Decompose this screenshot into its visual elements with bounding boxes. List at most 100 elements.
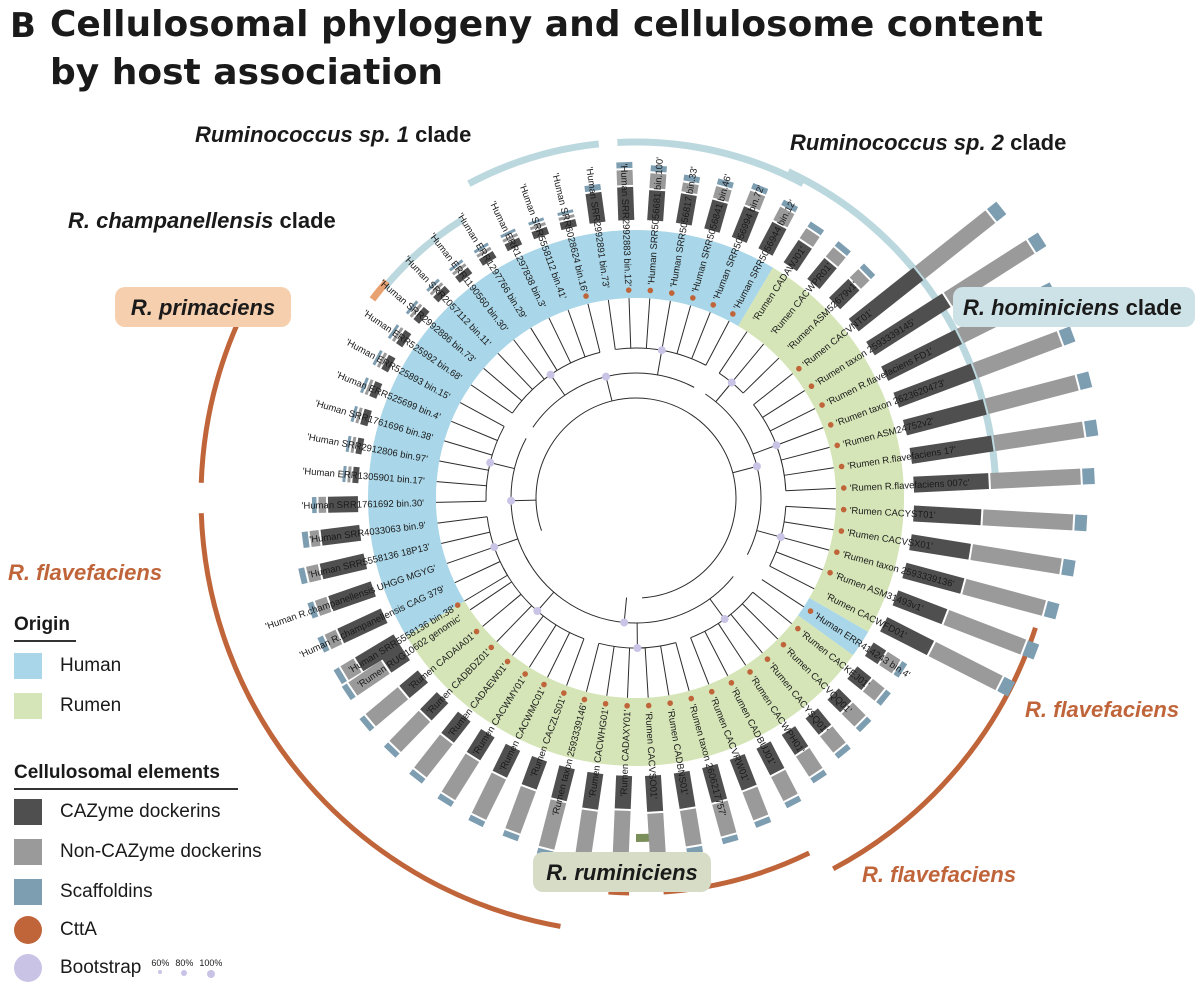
- leaf-label-group: 'Rumen CACYST01': [840, 505, 936, 521]
- leaf-branch: [437, 516, 488, 524]
- hominiciens-italic: R. hominiciens: [963, 295, 1119, 320]
- scaffoldin-bar: [405, 300, 419, 315]
- cazyme-bar: [644, 774, 664, 812]
- leaf-bar-stack: [573, 771, 604, 871]
- internal-branch: [511, 499, 537, 502]
- ctta-dot: [780, 641, 787, 648]
- non-cazyme-bar: [962, 578, 1046, 616]
- leaf-label-flip: 'Rumen CADAXY01': [619, 703, 633, 797]
- ring-flavefaciens-left-lower: [198, 513, 561, 929]
- scaffoldin-bar: [437, 793, 455, 807]
- origin-sector-rumen: [738, 267, 905, 632]
- cazyme-bar: [492, 743, 521, 778]
- ctta-dot: [795, 625, 801, 632]
- bootstrap-dot: [633, 643, 642, 652]
- ctta-dot: [581, 696, 588, 703]
- non-cazyme-bar: [318, 496, 327, 513]
- non-cazyme-bar: [681, 182, 699, 194]
- leaf-branch: [585, 643, 600, 692]
- scaffoldin-bar: [502, 830, 520, 842]
- cazyme-bar: [704, 199, 728, 233]
- non-cazyme-bar: [538, 799, 567, 850]
- legend-origin-title: Origin: [14, 614, 70, 635]
- leaf-branch: [730, 613, 763, 654]
- cazyme-bar: [551, 765, 575, 802]
- non-cazyme-bar: [879, 651, 901, 674]
- cazyme-bar: [847, 666, 872, 691]
- cazyme-bar: [783, 239, 812, 272]
- leaf-branch: [769, 408, 816, 432]
- ctta-dot: [834, 442, 841, 449]
- clade-rum2-italic: Ruminococcus sp. 2: [790, 130, 1005, 155]
- non-cazyme-bar: [574, 809, 598, 863]
- leaf-bar-stack: [902, 371, 1093, 436]
- cazyme-bar: [614, 775, 633, 810]
- leaf-bar-stack: [311, 496, 359, 514]
- leaf-bar-stack: [372, 349, 396, 373]
- leaf-branch: [769, 565, 815, 590]
- cazyme-bar: [807, 258, 837, 290]
- non-cazyme-bar: [558, 214, 575, 221]
- bootstrap-dot: [601, 372, 610, 381]
- internal-branch: [752, 444, 777, 455]
- leaf-bar-stack: [673, 770, 703, 855]
- bootstrap-dot: [490, 543, 499, 552]
- leaf-branch: [547, 632, 571, 678]
- ctta-dot: [488, 644, 495, 651]
- scaffoldin-bar: [754, 816, 772, 828]
- leaf-branch: [470, 384, 513, 414]
- bootstrap-80-label: 80%: [175, 958, 194, 968]
- bootstrap-dot: [533, 606, 542, 615]
- scaffoldin-bar: [301, 531, 310, 549]
- cazyme-bar: [756, 741, 785, 776]
- leaf-branch: [753, 373, 793, 406]
- clade-label-champ: R. champanellensis clade: [68, 208, 336, 233]
- clade-champ-italic: R. champanellensis: [68, 208, 273, 233]
- leaf-branch: [439, 460, 489, 471]
- leaf-bar-stack: [502, 755, 548, 842]
- legend-rumen-label: Rumen: [60, 695, 122, 716]
- ctta-dot: [647, 287, 654, 294]
- non-cazyme-bar: [414, 734, 453, 778]
- leaf-branch: [482, 593, 522, 627]
- leaf-branch: [704, 631, 729, 676]
- scaffoldin-bar: [683, 174, 701, 184]
- non-cazyme-bar: [502, 232, 519, 243]
- scaffoldin-bar: [372, 349, 383, 366]
- scaffoldin-bar: [557, 209, 574, 216]
- scaffoldin-bar: [721, 834, 739, 845]
- non-cazyme-bar: [712, 186, 732, 202]
- non-cazyme-bar: [970, 544, 1062, 575]
- leaf-branch: [512, 615, 544, 656]
- legend-ctta-label: CttA: [60, 919, 97, 940]
- leaf-bar-stack: [500, 228, 523, 252]
- ruminiciens-label: R. ruminiciens: [546, 860, 698, 885]
- ctta-dot: [583, 293, 589, 299]
- leaf-branch: [784, 467, 834, 476]
- leaf-bar-stack: [387, 324, 412, 348]
- cazyme-bar: [866, 293, 951, 356]
- leaf-branch: [785, 487, 836, 492]
- bootstrap-dot: [772, 441, 781, 450]
- bootstrap-60-dot: [158, 970, 163, 974]
- non-cazyme-bar: [505, 785, 536, 834]
- leaf-label: 'Human SRR2992883 bin.12': [618, 164, 633, 287]
- cazyme-bar: [420, 692, 449, 721]
- clade-rum1-italic: Ruminococcus sp. 1: [195, 122, 409, 147]
- clade-rum1-plain: clade: [409, 122, 471, 147]
- scaffoldin-bar: [1043, 600, 1060, 620]
- leaf-branch: [761, 579, 805, 608]
- ring-primaciens: [369, 279, 390, 302]
- non-cazyme-bar: [825, 247, 846, 267]
- leaf-branch: [691, 312, 711, 359]
- cazyme-bar: [675, 193, 697, 226]
- cazyme-bar: [327, 496, 359, 513]
- scaffoldin-bar: [986, 201, 1007, 222]
- legend-item-non-cazyme: Non-CAZyme dockerins: [14, 838, 262, 866]
- leaf-bar-stack: [756, 741, 802, 809]
- clade-label-hominiciens: R. hominiciens clade: [953, 287, 1195, 327]
- cazyme-bar: [893, 363, 977, 408]
- cazyme-bar: [758, 221, 787, 256]
- leaf-bar-stack: [675, 174, 701, 226]
- leaf-branch: [548, 317, 572, 364]
